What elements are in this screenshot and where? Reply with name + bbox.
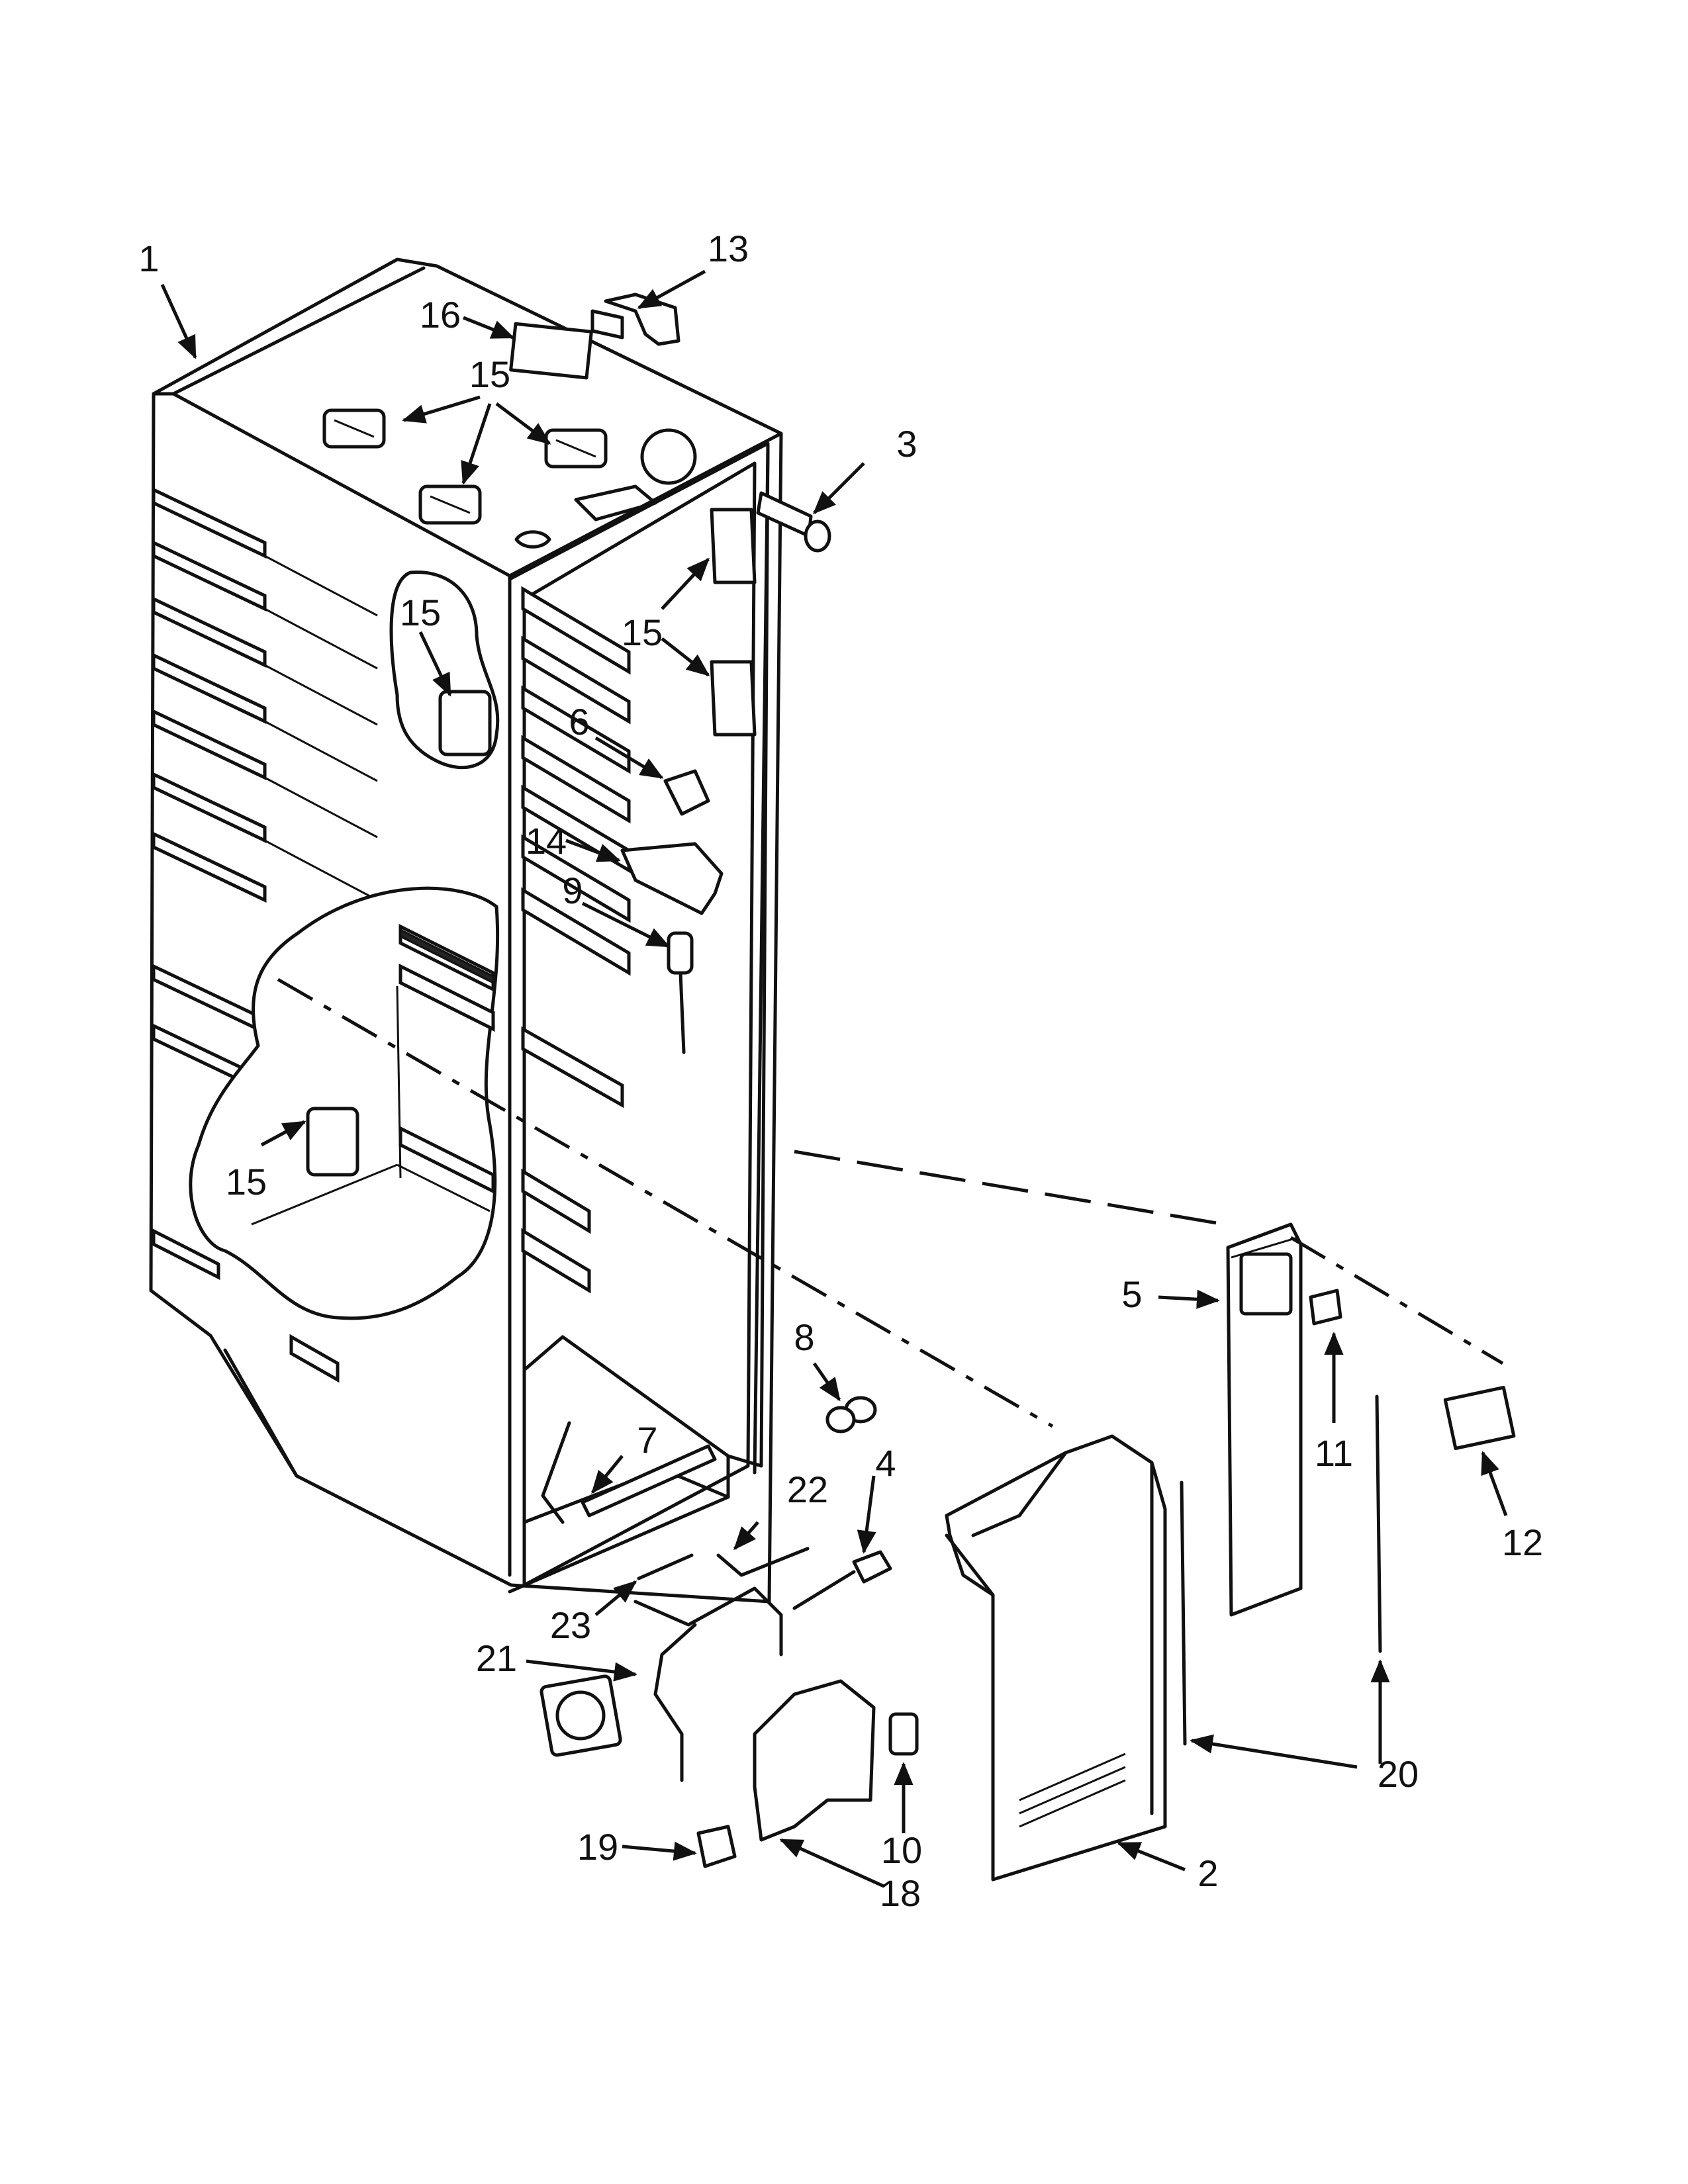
- part-fan-motor: [539, 1674, 622, 1757]
- callout-15-top: 15: [469, 353, 510, 395]
- part-9-thermistor: [667, 931, 694, 1054]
- callout-3: 3: [896, 423, 917, 465]
- callout-16: 16: [420, 294, 461, 336]
- part-21-wire-bracket: [633, 1586, 783, 1782]
- callout-22: 22: [787, 1469, 828, 1510]
- part-15-light-modules: [306, 408, 757, 1177]
- callout-15-bottom: 15: [226, 1161, 267, 1203]
- part-11-keypad: [1309, 1289, 1342, 1326]
- part-14-light-housing: [620, 842, 724, 915]
- assembly-line-3: [1289, 1236, 1504, 1365]
- callout-15-right: 15: [622, 612, 663, 653]
- part-18-evaporator-cover: [753, 1679, 876, 1842]
- callout-11: 11: [1315, 1432, 1353, 1474]
- left-wall-shelf-rails: [152, 487, 378, 1383]
- part-10-switch: [888, 1712, 919, 1756]
- part-20-trim-strip-b: [1375, 1394, 1382, 1653]
- callout-23: 23: [550, 1604, 591, 1646]
- assembly-line-1: [277, 978, 1054, 1428]
- callout-2: 2: [1197, 1852, 1218, 1894]
- top-mounting-bracket: [574, 484, 657, 522]
- top-circular-opening: [640, 428, 697, 485]
- callout-14: 14: [526, 820, 567, 862]
- part-5-control-panel: [1226, 1222, 1303, 1617]
- part-13-water-valve-bracket: [590, 293, 680, 346]
- callout-20: 20: [1378, 1753, 1419, 1795]
- cutaway-view-lower: [189, 886, 500, 1320]
- part-6-damper: [663, 769, 710, 816]
- part-12-button-cover: [1443, 1385, 1516, 1451]
- part-7-defrost-heater: [541, 1421, 717, 1524]
- callout-5: 5: [1121, 1273, 1142, 1315]
- part-20-trim-strip-a: [1180, 1480, 1187, 1746]
- callout-6: 6: [569, 701, 589, 743]
- callout-13: 13: [708, 228, 749, 269]
- callout-1: 1: [138, 238, 159, 279]
- top-grommet: [514, 530, 551, 549]
- leader-arrows: [160, 269, 1508, 1888]
- callout-labels: 1 2 3 4 5 6 7 8 9 10 11 12 13 14 15 15 1…: [138, 228, 1543, 1914]
- part-23-clip: [637, 1553, 694, 1580]
- callout-10: 10: [881, 1829, 922, 1871]
- callout-12: 12: [1502, 1522, 1543, 1563]
- part-8-connector: [825, 1396, 877, 1433]
- part-19-module: [696, 1825, 737, 1868]
- assembly-line-2: [794, 1150, 1225, 1226]
- part-16-label: [509, 322, 593, 380]
- callout-8: 8: [794, 1316, 814, 1358]
- callout-21: 21: [476, 1637, 517, 1679]
- part-2-rear-panel: [945, 1434, 1167, 1882]
- callout-7: 7: [637, 1419, 657, 1461]
- part-4-sensor: [792, 1550, 892, 1610]
- part-3-water-filter-housing: [756, 491, 831, 553]
- part-22-tube: [716, 1547, 810, 1577]
- callout-19: 19: [577, 1826, 618, 1868]
- cabinet-liner: [149, 257, 783, 1604]
- callout-9: 9: [562, 870, 583, 911]
- right-wall-shelf-rails: [521, 586, 631, 1294]
- callout-18: 18: [880, 1872, 921, 1914]
- callout-15-middle: 15: [400, 592, 441, 633]
- callout-4: 4: [875, 1442, 896, 1484]
